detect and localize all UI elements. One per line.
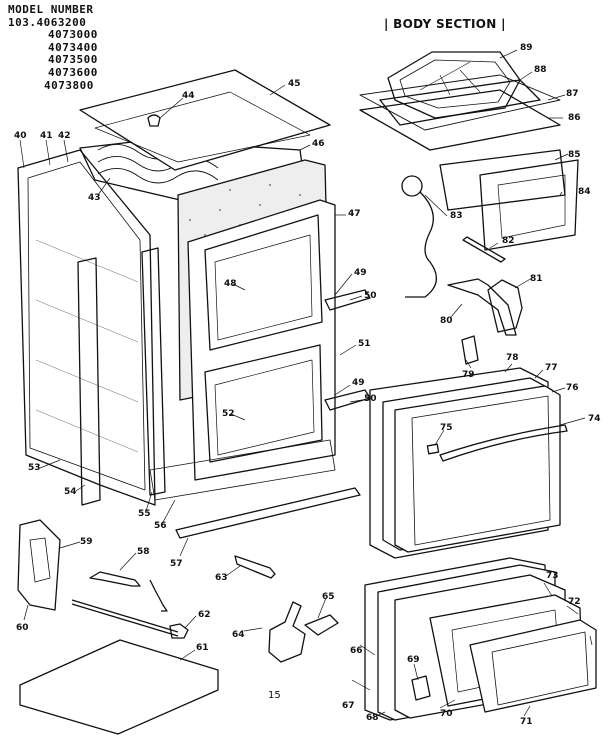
model-number-label: MODEL NUMBER bbox=[8, 3, 94, 16]
leader-lines bbox=[19, 49, 593, 719]
callout-59: 59 bbox=[80, 537, 93, 547]
door-assemblies bbox=[364, 367, 597, 721]
callout-58: 58 bbox=[137, 547, 150, 557]
callout-47: 47 bbox=[348, 209, 361, 219]
callout-53: 53 bbox=[28, 463, 41, 473]
callout-80: 80 bbox=[440, 316, 453, 326]
callout-74: 74 bbox=[588, 414, 601, 424]
callout-50-lower: 50 bbox=[364, 394, 377, 404]
loose-parts bbox=[17, 487, 361, 735]
callout-49-upper: 49 bbox=[354, 268, 367, 278]
callout-42: 42 bbox=[58, 131, 71, 141]
callout-85: 85 bbox=[568, 150, 581, 160]
callout-60: 60 bbox=[16, 623, 29, 633]
section-title-text: BODY SECTION bbox=[393, 17, 497, 31]
callout-62: 62 bbox=[198, 610, 211, 620]
callout-76: 76 bbox=[566, 383, 579, 393]
callout-77: 77 bbox=[545, 363, 558, 373]
callout-81: 81 bbox=[530, 274, 543, 284]
callout-66: 66 bbox=[350, 646, 363, 656]
callout-56: 56 bbox=[154, 521, 167, 531]
callout-72: 72 bbox=[568, 597, 581, 607]
callout-64: 64 bbox=[232, 630, 245, 640]
section-title: | BODY SECTION | bbox=[384, 17, 506, 31]
callout-63: 63 bbox=[215, 573, 228, 583]
callout-65: 65 bbox=[322, 592, 335, 602]
model-number-4: 4073500 bbox=[48, 53, 98, 67]
callout-78: 78 bbox=[506, 353, 519, 363]
callout-46: 46 bbox=[312, 139, 325, 149]
callout-57: 57 bbox=[170, 559, 183, 569]
callout-48: 48 bbox=[224, 279, 237, 289]
callout-73: 73 bbox=[546, 571, 559, 581]
burner-assembly bbox=[359, 51, 579, 365]
callout-69: 69 bbox=[407, 655, 420, 665]
callout-88: 88 bbox=[534, 65, 547, 75]
model-number-2: 4073000 bbox=[48, 28, 98, 42]
callout-79: 79 bbox=[462, 370, 475, 380]
callout-86: 86 bbox=[568, 113, 581, 123]
model-number-1: 103.4063200 bbox=[8, 15, 87, 29]
callout-44: 44 bbox=[182, 91, 195, 101]
callout-70: 70 bbox=[440, 709, 453, 719]
callout-43: 43 bbox=[88, 193, 101, 203]
callout-40: 40 bbox=[14, 131, 27, 141]
callout-84: 84 bbox=[578, 187, 591, 197]
model-number-6: 4073800 bbox=[44, 78, 94, 92]
callout-41: 41 bbox=[40, 131, 53, 141]
callout-75: 75 bbox=[440, 423, 453, 433]
callout-49-lower: 49 bbox=[352, 378, 365, 388]
callout-labels: 40 41 42 43 44 45 46 47 48 49 50 51 49 5… bbox=[14, 43, 601, 727]
callout-67: 67 bbox=[342, 701, 355, 711]
callout-71: 71 bbox=[520, 717, 533, 727]
callout-68: 68 bbox=[366, 713, 379, 723]
callout-61: 61 bbox=[196, 643, 209, 653]
callout-51: 51 bbox=[358, 339, 371, 349]
callout-83: 83 bbox=[450, 211, 463, 221]
callout-82: 82 bbox=[502, 236, 515, 246]
callout-89: 89 bbox=[520, 43, 533, 53]
page-mark: 15 bbox=[268, 690, 281, 701]
callout-55: 55 bbox=[138, 509, 151, 519]
callout-50-upper: 50 bbox=[364, 291, 377, 301]
model-number-5: 4073600 bbox=[48, 65, 98, 79]
model-number-3: 4073400 bbox=[48, 40, 98, 54]
callout-52: 52 bbox=[222, 409, 235, 419]
callout-87: 87 bbox=[566, 89, 579, 99]
callout-45: 45 bbox=[288, 79, 301, 89]
cabinet-body bbox=[17, 69, 371, 506]
model-number-block: MODEL NUMBER 103.4063200 4073000 4073400… bbox=[8, 3, 98, 92]
callout-54: 54 bbox=[64, 487, 77, 497]
